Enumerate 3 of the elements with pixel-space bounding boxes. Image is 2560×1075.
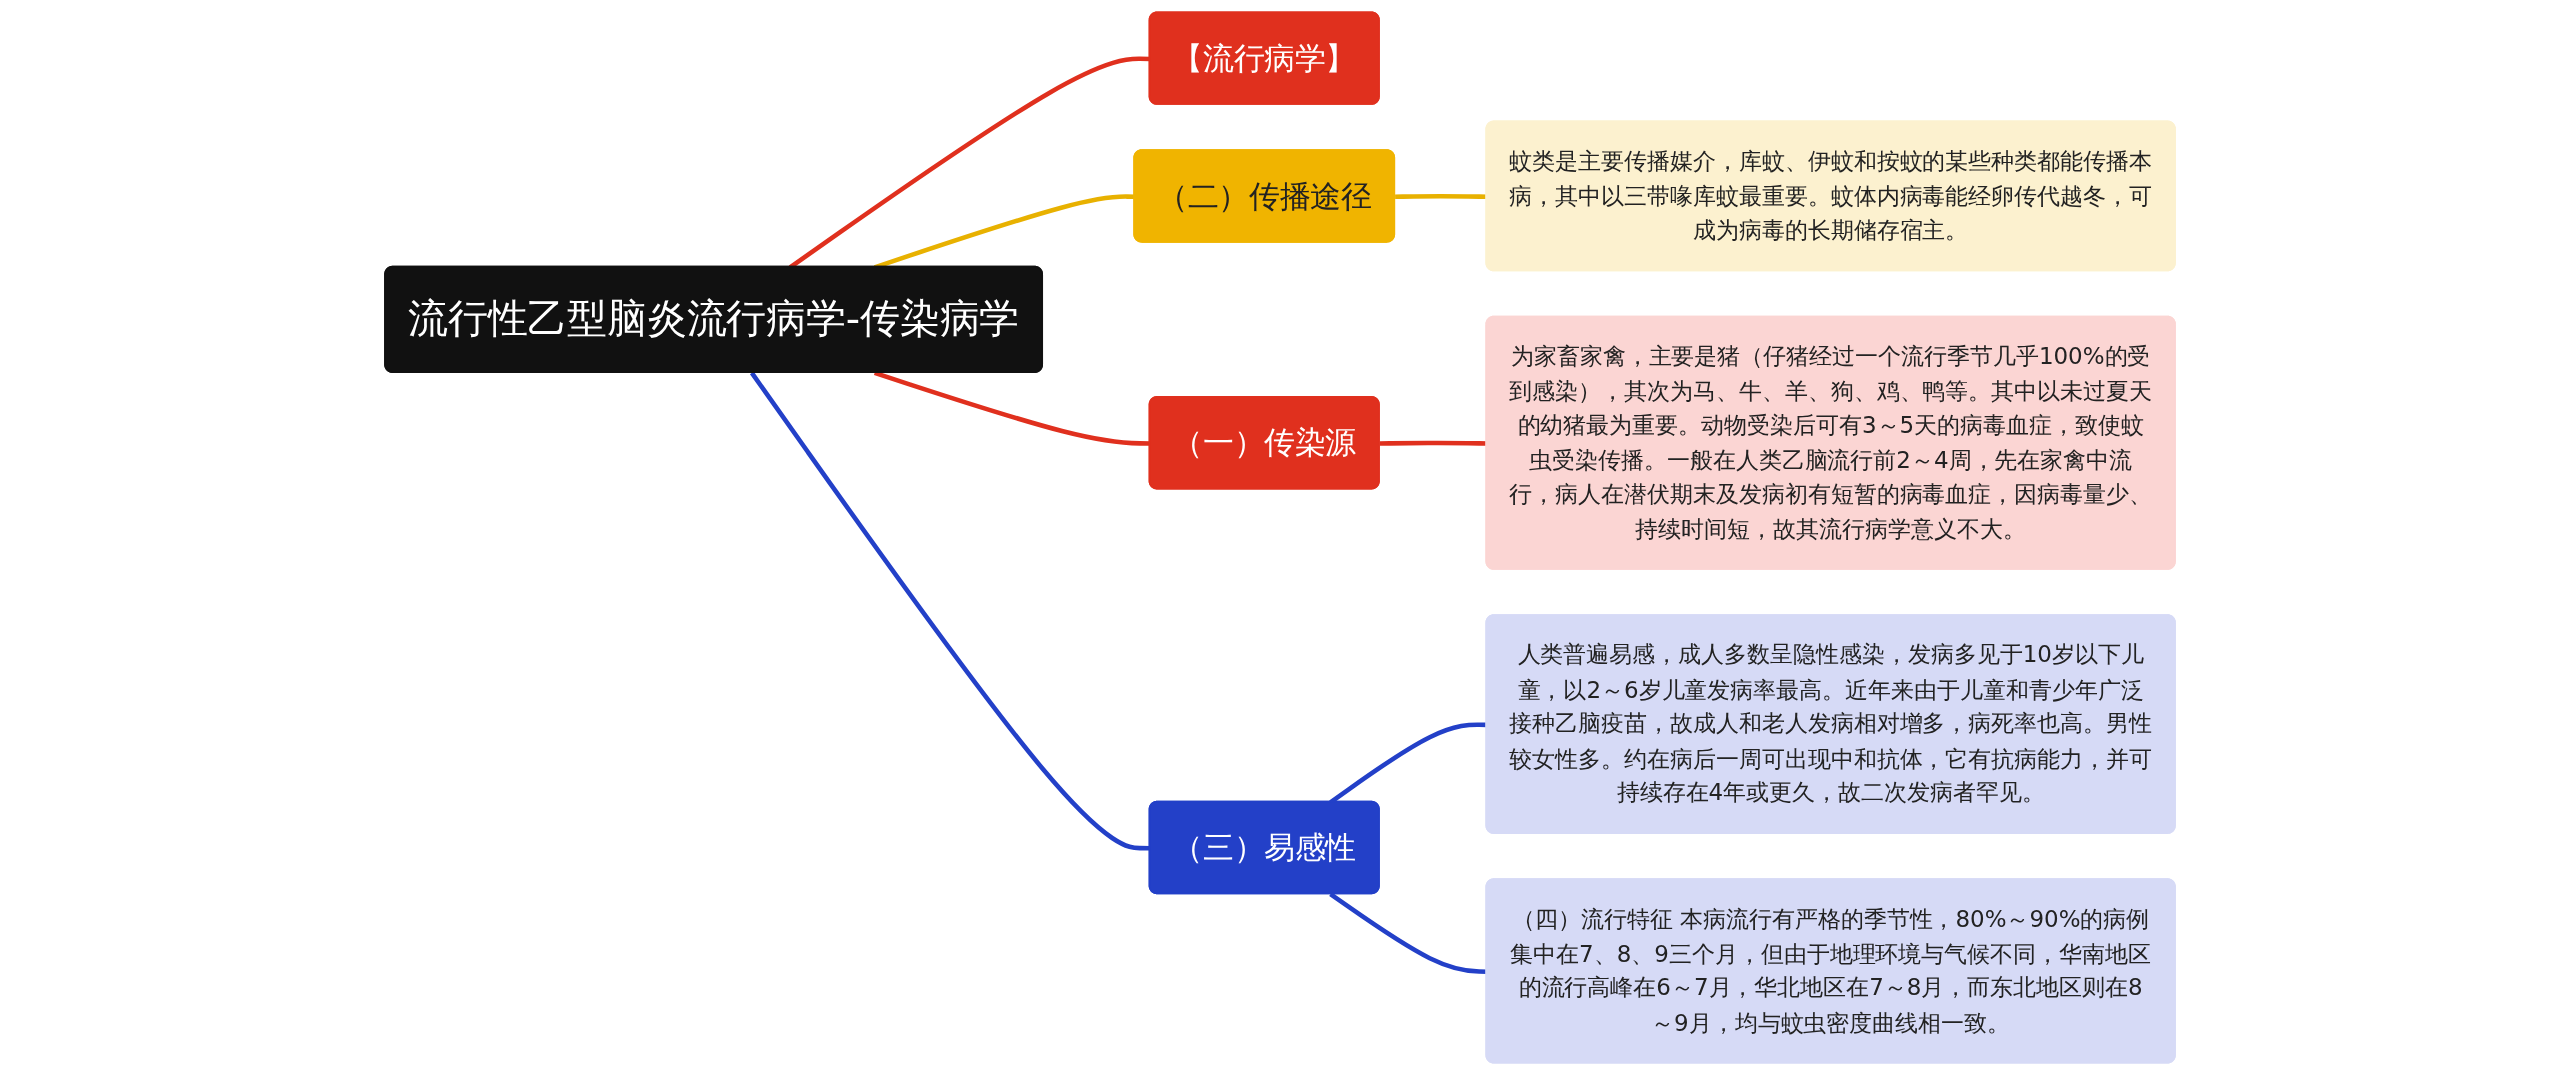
connector	[1395, 193, 1487, 199]
connector	[1379, 440, 1487, 446]
connector	[1329, 892, 1487, 974]
